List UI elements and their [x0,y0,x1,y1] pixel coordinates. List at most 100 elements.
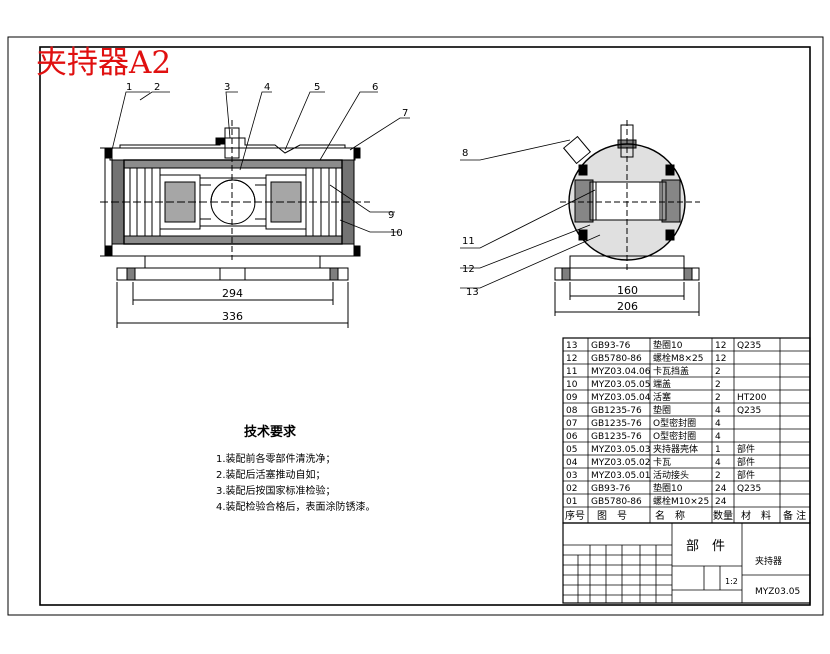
tech-line-1: 1.装配前各零部件清洗净； [216,452,336,465]
tech-line-3: 3.装配后按国家标准检验； [216,484,336,497]
bom-cell: 活塞 [653,391,671,403]
part-label-8: 8 [462,148,468,159]
bom-cell: Q235 [737,406,761,416]
bom-header-cell: 数量 [713,509,733,522]
front-view [100,120,370,328]
bom-cell: MYZ03.05.03 [591,445,651,455]
bom-cell: GB5780-86 [591,497,642,507]
front-leaders [111,91,410,233]
inner-border [39,46,811,606]
bom-cell: 04 [566,458,578,468]
bom-cell: GB5780-86 [591,354,642,364]
part-label-7: 7 [402,108,408,119]
bom-cell: 夹持器壳体 [653,443,698,455]
bom-cell: 11 [566,367,577,377]
bom-cell: 4 [715,458,721,468]
bom-cell: 端盖 [653,378,671,390]
bom-cell: 10 [566,380,578,390]
bom-cell: GB1235-76 [591,419,642,429]
bom-cell: 13 [566,341,577,351]
tech-line-4: 4.装配检验合格后，表面涂防锈漆。 [216,500,376,513]
bom-cell: 垫圈10 [653,482,683,494]
bom-cell: 12 [566,354,577,364]
bom-table [562,337,811,524]
bom-cell: 卡瓦挡盖 [653,365,689,377]
bom-cell: 07 [566,419,577,429]
part-label-3: 3 [224,82,230,93]
bom-cell: 24 [715,484,727,494]
bom-cell: 12 [715,354,726,364]
outer-border [7,36,824,616]
bom-cell: Q235 [737,484,761,494]
bom-cell: 螺栓M10×25 [653,495,709,507]
bom-cell: 活动接头 [653,469,689,481]
bom-cell: 2 [715,471,721,481]
bom-cell: HT200 [737,393,767,403]
bom-cell: 2 [715,380,721,390]
bom-cell: GB93-76 [591,484,631,494]
bom-header-cell: 材 料 [741,509,771,522]
title-block [562,522,811,604]
bom-cell: 02 [566,484,577,494]
titleblock-scale: 1:2 [725,577,738,586]
part-label-5: 5 [314,82,320,93]
tech-heading: 技术要求 [244,424,297,440]
part-label-11: 11 [462,236,475,247]
bom-cell: Q235 [737,341,761,351]
bom-cell: 部件 [737,469,755,481]
bom-cell: 部件 [737,456,755,468]
bom-cell: 2 [715,393,721,403]
bom-cell: MYZ03.05.04 [591,393,651,403]
bom-cell: 1 [715,445,721,455]
drawing-title: 夹持器A2 [36,45,171,81]
bom-cell: MYZ03.05.02 [591,458,651,468]
part-label-9: 9 [388,210,394,221]
part-label-6: 6 [372,82,378,93]
part-label-10: 10 [390,228,403,239]
bom-cell: 4 [715,406,721,416]
bom-cell: 垫圈10 [653,339,683,351]
titleblock-category: 部 件 [686,539,725,554]
part-label-2: 2 [154,82,160,93]
bom-cell: 05 [566,445,577,455]
tech-line-2: 2.装配后活塞推动自如； [216,468,326,481]
tech-requirements: 技术要求 1.装配前各零部件清洗净； 2.装配后活塞推动自如； 3.装配后按国家… [216,424,376,513]
side-view [554,120,700,316]
bom-cell: 螺栓M8×25 [653,352,704,364]
dimension-160: 160 [617,284,638,297]
dimension-294: 294 [222,287,243,300]
titleblock-code: MYZ03.05 [755,587,800,597]
bom-cell: 4 [715,432,721,442]
titleblock-name: 夹持器 [755,555,782,567]
part-label-4: 4 [264,82,270,93]
bom-cell: 部件 [737,443,755,455]
bom-header-cell: 备 注 [783,509,806,522]
side-leaders [460,139,601,289]
bom-cell: 24 [715,497,727,507]
dimension-336: 336 [222,310,243,323]
bom-cell: GB1235-76 [591,406,642,416]
part-label-1: 1 [126,82,132,93]
bom-cell: 09 [566,393,578,403]
bom-cell: 06 [566,432,578,442]
bom-cell: 08 [566,406,578,416]
bom-cell: 垫圈 [653,404,671,416]
dimension-206: 206 [617,300,638,313]
bom-cell: O型密封圈 [653,417,696,429]
bom-cell: 12 [715,341,726,351]
bom-cell: MYZ03.04.06 [591,367,651,377]
bom-cell: 2 [715,367,721,377]
bom-cell: 卡瓦 [653,456,671,468]
bom-cell: 03 [566,471,577,481]
bom-cell: GB1235-76 [591,432,642,442]
bom-cell: O型密封圈 [653,430,696,442]
bom-cell: MYZ03.05.01 [591,471,651,481]
bom-header-cell: 序号 [565,509,585,522]
bom-cell: MYZ03.05.05 [591,380,651,390]
part-label-12: 12 [462,264,475,275]
bom-header-cell: 名 称 [655,509,685,522]
bom-cell: 01 [566,497,577,507]
bom-cell: GB93-76 [591,341,631,351]
